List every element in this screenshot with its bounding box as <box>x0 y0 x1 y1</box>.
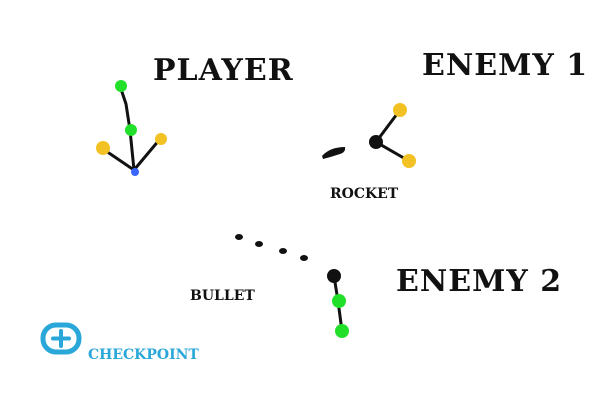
enemy2-sprite <box>327 269 349 338</box>
rocket-label: ROCKET <box>330 186 399 202</box>
player-label: PLAYER <box>153 53 294 88</box>
enemy1-sprite <box>369 103 416 168</box>
player-body-line <box>118 84 136 172</box>
bullet-dot <box>235 234 243 240</box>
enemy2-label: ENEMY 2 <box>396 264 563 299</box>
player-head-node <box>115 80 127 92</box>
bullet-label: BULLET <box>190 288 255 304</box>
enemy1-core-node <box>369 135 383 149</box>
player-left-hand-node <box>96 141 110 155</box>
player-right-limb-line <box>132 137 162 172</box>
checkpoint-label: CHECKPOINT <box>88 347 199 363</box>
player-sprite <box>96 80 167 176</box>
player-core-node <box>125 124 137 136</box>
rocket-projectile <box>322 147 346 159</box>
bullet-projectiles <box>235 234 308 261</box>
checkpoint-icon <box>40 322 82 355</box>
player-foot-node <box>131 168 139 176</box>
bullet-dot <box>300 255 308 261</box>
player-right-hand-node <box>155 133 167 145</box>
enemy1-upper-node <box>393 103 407 117</box>
enemy2-mid-node <box>332 294 346 308</box>
enemy1-lower-node <box>402 154 416 168</box>
enemy2-head-node <box>327 269 341 283</box>
enemy1-label: ENEMY 1 <box>422 48 589 83</box>
bullet-dot <box>255 241 263 247</box>
enemy2-tail-node <box>335 324 349 338</box>
bullet-dot <box>279 248 287 254</box>
